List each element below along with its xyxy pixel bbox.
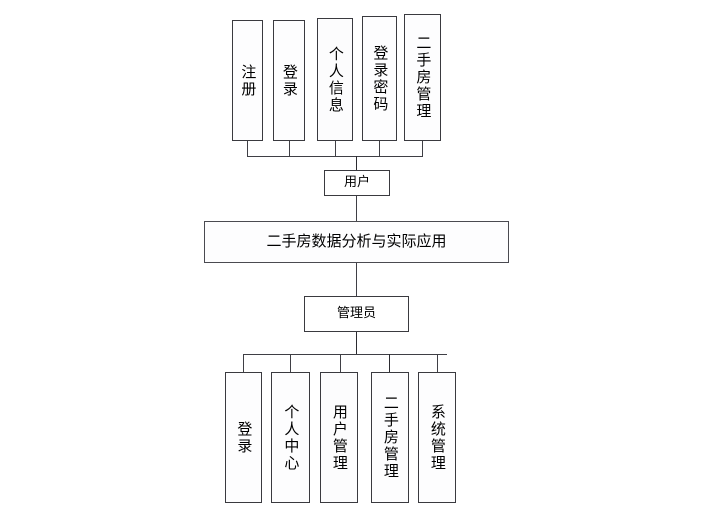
connector-stub-admin-house-management — [389, 354, 390, 372]
connector-stub-admin-user-management — [340, 354, 341, 372]
user-function-label: 个人信息 — [326, 45, 345, 114]
user-function-box-login-password[interactable]: 登录密码 — [362, 16, 397, 141]
admin-function-box-system-management[interactable]: 系统管理 — [418, 372, 456, 503]
connector-stub-admin-personal-center — [290, 354, 291, 372]
admin-function-label: 二手房管理 — [381, 395, 400, 480]
connector-bus-admin — [243, 354, 447, 355]
admin-function-box-login[interactable]: 登录 — [225, 372, 262, 503]
user-function-box-login[interactable]: 登录 — [273, 20, 305, 141]
admin-function-box-user-management[interactable]: 用户管理 — [320, 372, 358, 503]
admin-function-label: 用户管理 — [330, 403, 349, 472]
user-function-label: 登录 — [280, 63, 299, 98]
connector-bus-to-user — [356, 156, 357, 170]
admin-function-label: 个人中心 — [282, 403, 301, 472]
admin-function-box-secondhand-house-management[interactable]: 二手房管理 — [371, 372, 409, 503]
connector-stub-admin-login — [243, 354, 244, 372]
connector-stub-admin-system-management — [437, 354, 438, 372]
role-label-admin: 管理员 — [336, 306, 376, 322]
admin-function-label: 登录 — [235, 420, 254, 455]
connector-stub-register — [247, 141, 248, 156]
role-label-user: 用户 — [343, 175, 370, 191]
role-box-admin[interactable]: 管理员 — [304, 296, 409, 332]
role-box-user[interactable]: 用户 — [324, 170, 390, 196]
connector-stub-personal-info — [335, 141, 336, 156]
connector-admin-to-bus — [356, 332, 357, 354]
connector-user-to-root — [356, 196, 357, 221]
connector-stub-house-management — [422, 141, 423, 156]
connector-root-to-admin — [356, 263, 357, 296]
user-function-label: 二手房管理 — [414, 35, 433, 120]
admin-function-label: 系统管理 — [428, 403, 447, 472]
root-box-system-title[interactable]: 二手房数据分析与实际应用 — [204, 221, 509, 263]
root-label: 二手房数据分析与实际应用 — [266, 232, 447, 251]
user-function-box-register[interactable]: 注册 — [232, 20, 263, 141]
connector-stub-login — [289, 141, 290, 156]
user-function-box-secondhand-house-management[interactable]: 二手房管理 — [404, 14, 441, 141]
connector-bus-user — [247, 156, 423, 157]
user-function-label: 注册 — [239, 63, 258, 98]
admin-function-box-personal-center[interactable]: 个人中心 — [271, 372, 310, 503]
user-function-box-personal-info[interactable]: 个人信息 — [317, 18, 353, 141]
user-function-label: 登录密码 — [371, 44, 390, 113]
connector-stub-login-password — [379, 141, 380, 156]
